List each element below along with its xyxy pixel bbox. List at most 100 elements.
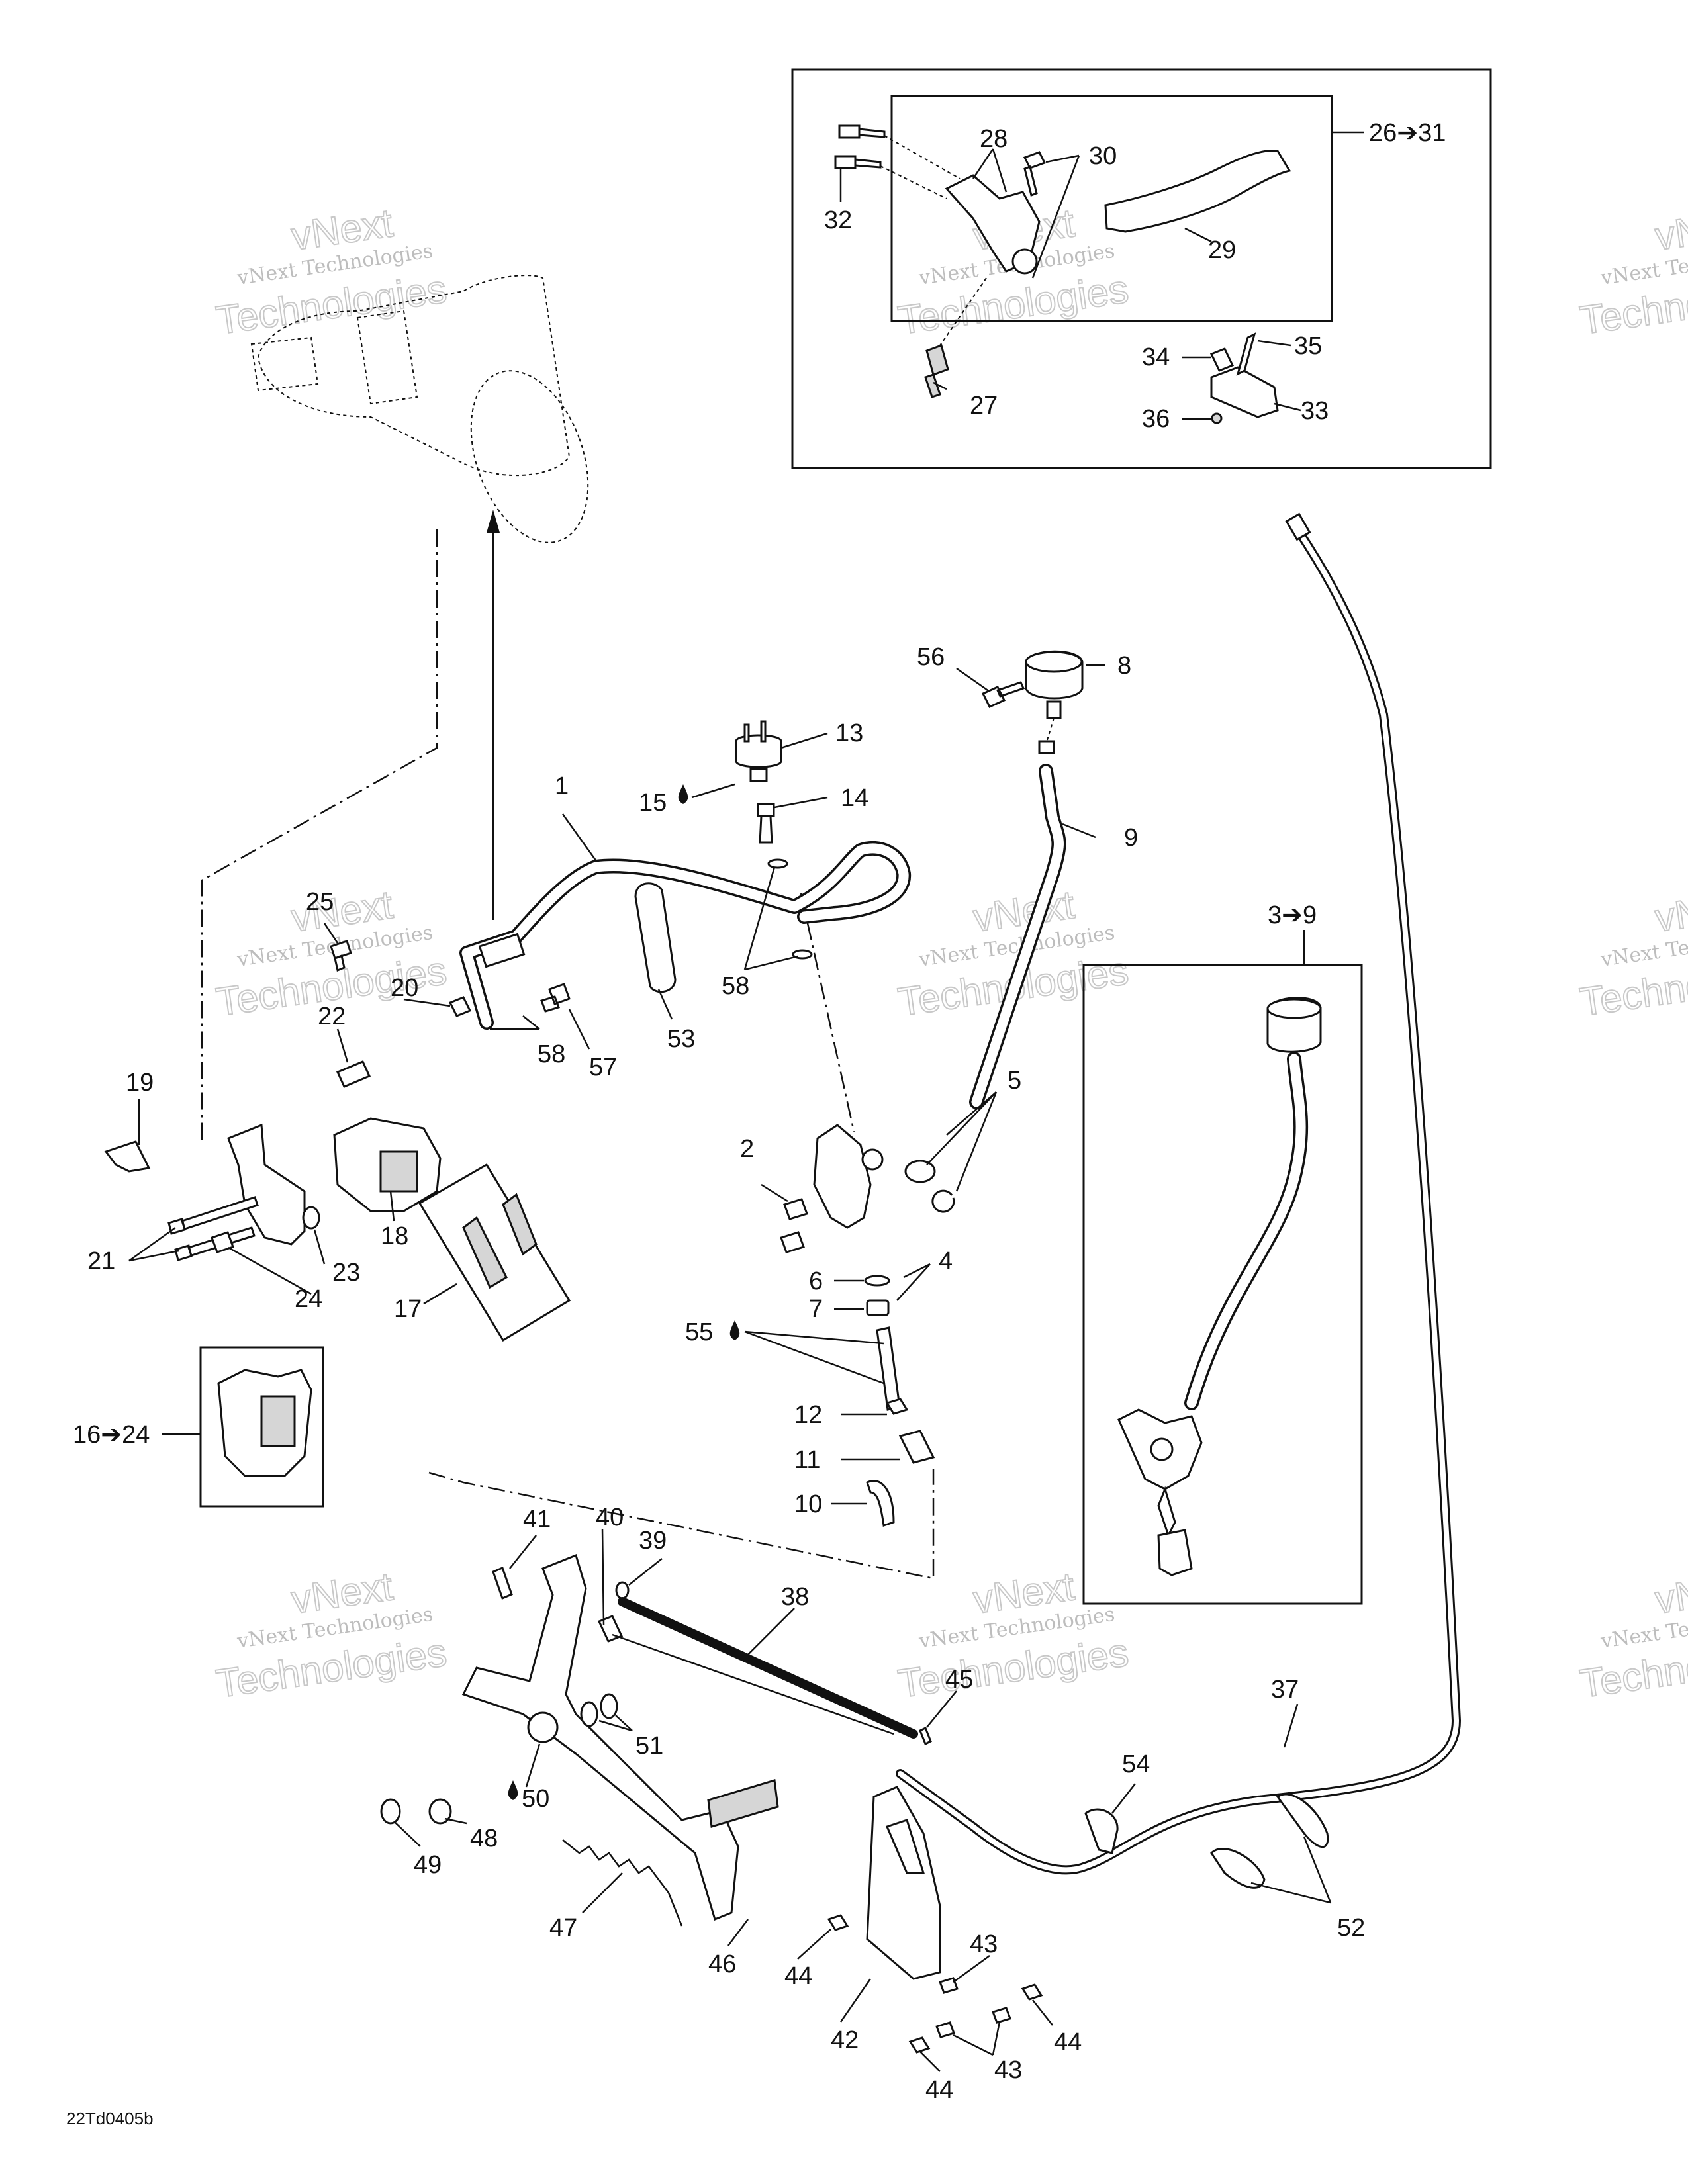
spring-34: [1209, 347, 1235, 372]
switch-bracket-33: [1210, 366, 1279, 418]
leader-28a: [972, 148, 994, 179]
hose-fitting: [478, 933, 526, 968]
leader-44c: [919, 2051, 941, 2072]
oil-drop-icon: [678, 784, 688, 804]
callout-32: 32: [824, 206, 852, 234]
watermark: vNext Technologies vNext Technologies: [213, 882, 450, 1025]
nut-36: [1211, 412, 1223, 424]
screw-56: [981, 681, 1025, 708]
inset-box-3-9: [1082, 964, 1363, 1605]
callout-47: 47: [549, 1914, 577, 1942]
caliper-inset-pad: [260, 1395, 296, 1447]
watermark: vNext Technologies vNext Technologies: [1577, 1563, 1688, 1707]
brake-pedal-46: [461, 1553, 779, 1921]
leader-45: [926, 1690, 957, 1728]
switch-thread: [749, 768, 768, 782]
leader-43a: [953, 1954, 990, 1983]
watermark: vNext Technologies vNext Technologies: [213, 200, 450, 343]
leader-13: [780, 732, 828, 749]
callout-45: 45: [945, 1666, 973, 1694]
rod-38-spring: [618, 1597, 918, 1739]
reservoir-hose-9: [969, 764, 1066, 1109]
pad-spring-19: [104, 1140, 151, 1173]
leader-2: [761, 1183, 788, 1203]
switch-body: [735, 734, 782, 768]
o-ring-51b: [600, 1693, 618, 1719]
brake-pad-17a: [462, 1216, 508, 1289]
callout-52: 52: [1337, 1914, 1365, 1942]
bolt-2b: [780, 1231, 805, 1253]
leader-4b: [896, 1263, 931, 1301]
circlip-6: [864, 1275, 890, 1287]
leader-5b: [955, 1091, 998, 1192]
leader-56: [956, 667, 990, 693]
brake-light-switch-13: [735, 720, 782, 782]
leader-14: [774, 796, 828, 809]
washer-48: [428, 1798, 452, 1825]
callout-33: 33: [1301, 397, 1329, 425]
leader-42: [839, 1978, 872, 2023]
cable-tie-52b: [1210, 1848, 1266, 1889]
leader-55a: [744, 1330, 884, 1345]
callout-44c: 44: [925, 2076, 953, 2104]
leader-58b: [744, 955, 798, 971]
leader-18: [389, 1191, 395, 1222]
leader-51b: [615, 1715, 633, 1731]
callout-29: 29: [1208, 236, 1236, 264]
callout-40: 40: [596, 1504, 624, 1531]
circlip-5: [931, 1189, 955, 1213]
master-cylinder-port: [1011, 248, 1038, 275]
assembly-line-caliper: [201, 529, 438, 1142]
pedal-bracket-cutout: [885, 1819, 925, 1874]
guide-pin-21a: [167, 1196, 259, 1235]
brake-pad-17b: [502, 1193, 538, 1256]
callout-58a: 58: [722, 972, 749, 1000]
oil-drop-icon: [729, 1320, 740, 1340]
diagram-code: 22Td0405b: [66, 2109, 154, 2128]
leader-51a: [598, 1719, 633, 1732]
watermark: vNext Technologies vNext Technologies: [895, 1563, 1132, 1707]
nut-44b: [1021, 1983, 1043, 2001]
callout-55: 55: [685, 1318, 713, 1346]
master-cylinder-inlet: [861, 1148, 884, 1171]
watermark-line2: vNext: [1652, 1564, 1688, 1622]
leader-54: [1111, 1783, 1136, 1814]
rod-38: [612, 1633, 894, 1735]
callout-15: 15: [639, 789, 667, 817]
callout-49: 49: [414, 1851, 442, 1879]
callout-13: 13: [835, 719, 863, 747]
pedal-pivot-bore: [527, 1711, 559, 1743]
assembly-line: [1047, 717, 1055, 741]
return-spring-47: [562, 1839, 683, 1927]
leader-52a: [1303, 1836, 1332, 1903]
screw-32-upper: [838, 124, 886, 139]
callout-17: 17: [394, 1295, 422, 1323]
callout-11: 11: [794, 1446, 820, 1474]
reservoir-hose-9-inner: [971, 766, 1064, 1107]
leader-41: [509, 1535, 537, 1569]
cylinder-port: [1150, 1437, 1174, 1461]
banjo-bolt-57: [540, 983, 571, 1013]
leader-49: [393, 1821, 421, 1847]
leader-22: [336, 1028, 349, 1063]
leader-39: [628, 1558, 663, 1586]
callout-34: 34: [1142, 343, 1170, 371]
leader-9: [1062, 823, 1096, 839]
inset-outer-box: [791, 68, 1492, 469]
callout-1: 1: [555, 772, 569, 800]
brake-pedal-arm: [461, 1553, 739, 1921]
screw-32-lower: [834, 155, 882, 169]
banjo-bolt-14: [757, 803, 775, 844]
watermark-line2: vNext: [1652, 201, 1688, 259]
leader-37: [1283, 1704, 1299, 1748]
callout-27: 27: [970, 392, 998, 420]
callout-22: 22: [318, 1003, 346, 1030]
pivot-40: [597, 1615, 624, 1643]
leader-30b: [1031, 155, 1080, 279]
watermark: vNext Technologies vNext Technologies: [213, 1563, 450, 1707]
reservoir-8: [1025, 650, 1084, 754]
bolt-25: [330, 940, 352, 972]
leader-27: [933, 381, 947, 390]
callout-21: 21: [87, 1248, 115, 1275]
leader-17: [423, 1283, 457, 1305]
